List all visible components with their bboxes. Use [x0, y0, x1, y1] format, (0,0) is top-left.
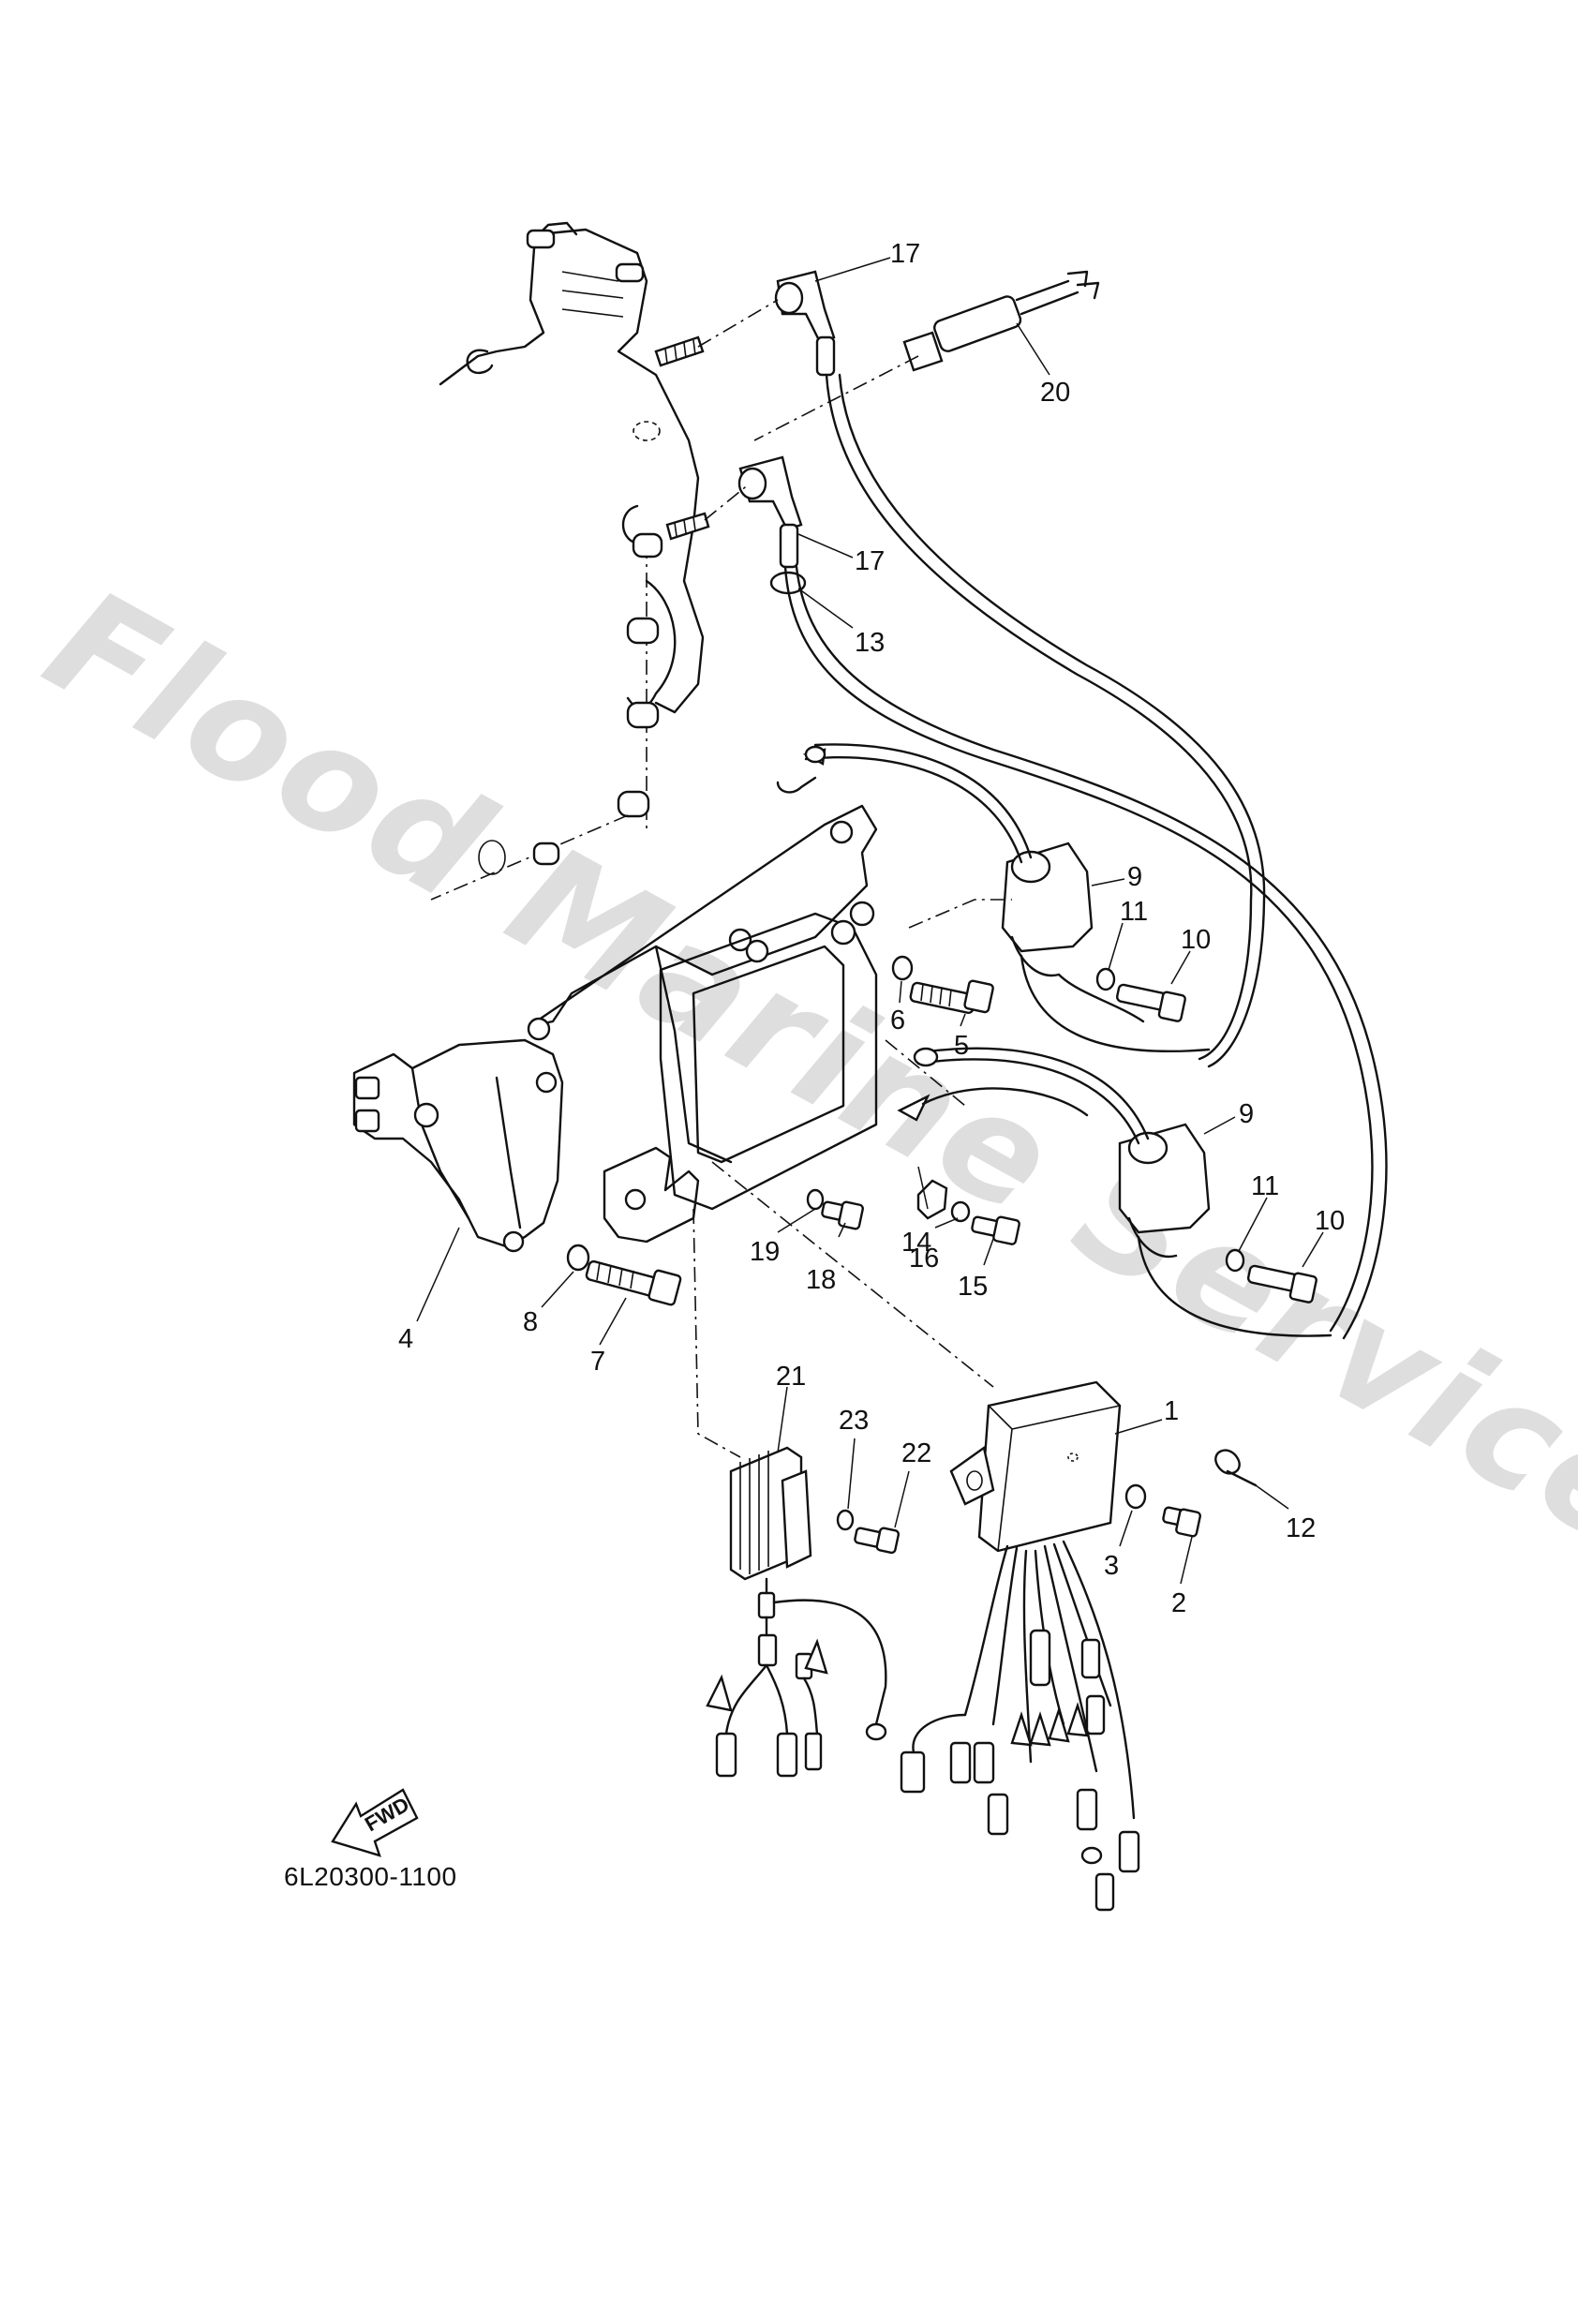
callout-17b: 17: [855, 546, 885, 576]
mounting-bracket: [527, 804, 878, 1164]
washer-8: [566, 1244, 590, 1272]
plug-cap-upper: [697, 270, 836, 377]
callout-18: 18: [806, 1265, 836, 1295]
callout-labels: 1 2 3 4 5 6 7 8 9 9 10 10 11 11 12 13 14…: [398, 239, 1345, 1618]
rectifier-regulator-21: [706, 1446, 887, 1778]
callout-2: 2: [1171, 1588, 1186, 1618]
leader-lines: [416, 257, 1324, 1585]
callout-22: 22: [901, 1438, 931, 1468]
washer-19: [806, 1188, 825, 1211]
bolt-22: [854, 1527, 901, 1555]
washer-11-upper: [1095, 967, 1116, 991]
callout-9a: 9: [1127, 862, 1142, 892]
clamp-14: [916, 1179, 948, 1220]
fwd-arrow-icon: FWD: [331, 1788, 419, 1857]
callout-19: 19: [750, 1237, 780, 1267]
mounting-grommets: [430, 532, 663, 901]
callout-3: 3: [1104, 1551, 1119, 1581]
spark-plug-upper: [654, 335, 705, 367]
washer-6: [891, 955, 914, 981]
callout-8: 8: [523, 1307, 538, 1337]
spark-plug-lower: [665, 512, 710, 541]
callout-14: 14: [901, 1228, 931, 1258]
bracket-4: [352, 1038, 564, 1253]
washer-3: [1124, 1483, 1147, 1510]
callout-16: 16: [909, 1244, 939, 1274]
callout-13: 13: [855, 628, 885, 658]
ignition-coil-lower: [885, 1039, 1332, 1337]
small-plate-bracket: [603, 1146, 994, 1458]
high-tension-leads: [783, 373, 1388, 1340]
callout-4: 4: [398, 1324, 413, 1354]
callout-20: 20: [1040, 378, 1070, 408]
callout-12: 12: [1286, 1513, 1316, 1543]
bolt-18: [821, 1200, 864, 1230]
callout-23: 23: [839, 1406, 869, 1436]
engine-head-outline: [439, 221, 705, 714]
washer-23: [836, 1509, 855, 1531]
callout-5: 5: [954, 1031, 969, 1061]
resistor-connector-20: [753, 270, 1100, 441]
diagram-code: 6L20300-1100: [284, 1862, 457, 1891]
bolt-15: [971, 1215, 1020, 1245]
bolt-10-lower: [1246, 1264, 1317, 1304]
callout-10a: 10: [1181, 925, 1211, 955]
washer-11-lower: [1225, 1248, 1245, 1273]
callout-1: 1: [1164, 1396, 1179, 1426]
bolt-10-upper: [1115, 983, 1186, 1022]
cdi-unit-1: [900, 1380, 1140, 1912]
plug-cap-lower: [704, 455, 803, 569]
callout-11b: 11: [1251, 1171, 1279, 1201]
callout-9b: 9: [1239, 1099, 1254, 1129]
clip-12: [1214, 1449, 1258, 1487]
callout-7: 7: [590, 1347, 605, 1377]
ignition-coil-upper: [776, 743, 1211, 1053]
callout-11a: 11: [1120, 897, 1148, 927]
callout-21: 21: [776, 1362, 806, 1392]
bolt-2: [1162, 1506, 1201, 1538]
washer-16: [950, 1200, 971, 1223]
callout-10b: 10: [1315, 1206, 1345, 1236]
bolt-5: [909, 979, 994, 1014]
callout-15: 15: [958, 1272, 988, 1302]
cdi-cover-box: [659, 901, 878, 1211]
callout-17a: 17: [890, 239, 920, 269]
bolt-7: [585, 1259, 682, 1306]
callout-6: 6: [890, 1006, 905, 1035]
